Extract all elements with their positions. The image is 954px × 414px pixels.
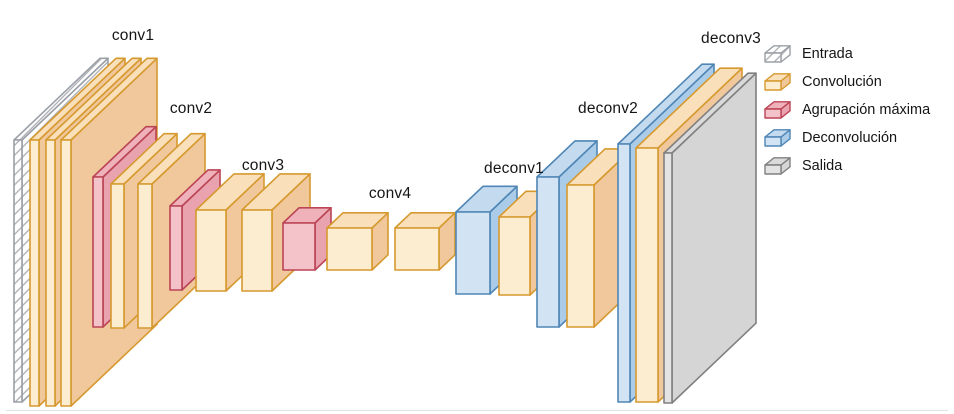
output-cube-icon: [763, 154, 795, 178]
input-cube-icon: [763, 42, 795, 66]
pool-legend-cube: [764, 101, 791, 119]
layer-label-deconv3: deconv3: [700, 30, 762, 47]
output-legend-cube: [764, 157, 791, 175]
layer-label-deconv1: deconv1: [483, 160, 545, 177]
legend-label: Convolución: [802, 74, 882, 90]
bottom-rule: [6, 410, 948, 411]
legend-label: Entrada: [802, 46, 853, 62]
max-pooling-cube-icon: [763, 98, 795, 122]
deconvolution-cube-icon: [763, 126, 795, 150]
slab-conv4-conv-1: [326, 212, 389, 271]
legend-label: Agrupación máxima: [802, 102, 931, 118]
layer-label-conv4: conv4: [368, 185, 412, 202]
legend-item-convolucion: Convolución: [763, 71, 930, 93]
conv-legend-cube: [764, 73, 791, 91]
convolution-cube-icon: [763, 70, 795, 94]
input-legend-cube: [764, 45, 791, 63]
legend-label: Salida: [802, 158, 843, 174]
slab-conv4-pool-0: [282, 207, 332, 271]
layer-label-conv2: conv2: [169, 100, 213, 117]
legend: Entrada Convolución Agrupación máxima De…: [763, 43, 930, 177]
legend-label: Deconvolución: [802, 130, 898, 146]
layer-label-conv3: conv3: [241, 157, 285, 174]
slab-conv4-conv-2: [394, 212, 456, 271]
layer-label-deconv2: deconv2: [577, 100, 639, 117]
slab-deconv3-output-2: [663, 72, 757, 404]
legend-item-entrada: Entrada: [763, 43, 930, 65]
legend-item-agrupacion-maxima: Agrupación máxima: [763, 99, 930, 121]
legend-item-deconvolucion: Deconvolución: [763, 127, 930, 149]
deconv-legend-cube: [764, 129, 791, 147]
layer-label-conv1: conv1: [111, 27, 155, 44]
legend-item-salida: Salida: [763, 155, 930, 177]
